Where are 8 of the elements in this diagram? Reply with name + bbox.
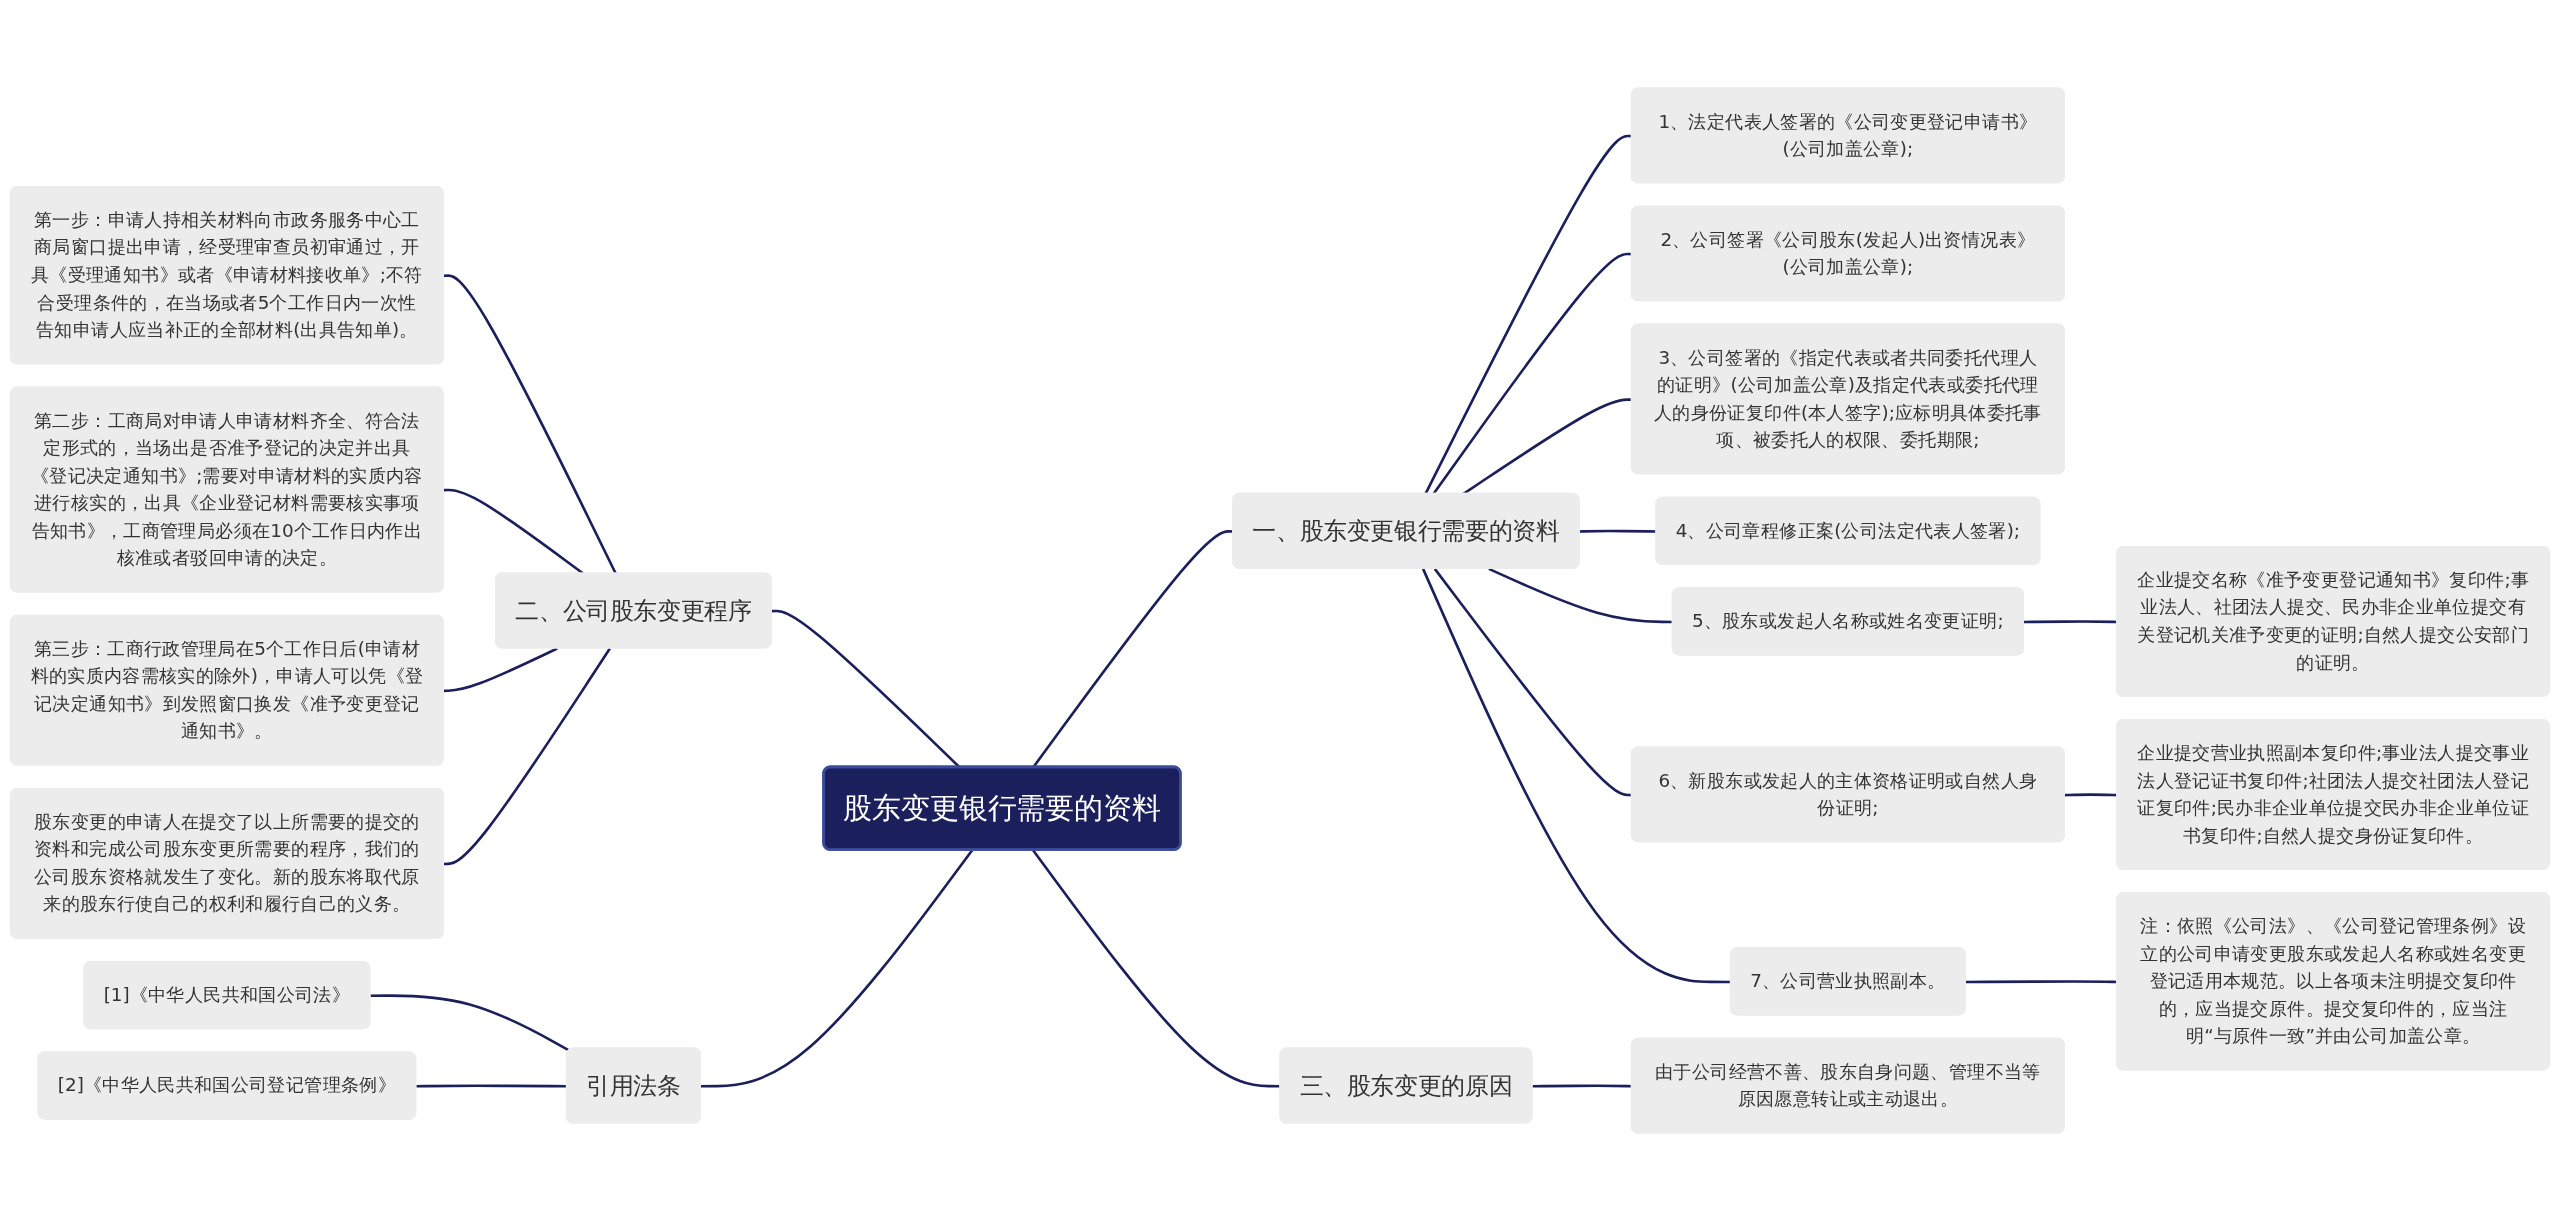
connector <box>443 647 558 693</box>
connector <box>700 849 974 1088</box>
connector <box>443 488 585 575</box>
connector <box>443 647 611 866</box>
connector <box>370 994 571 1052</box>
connector <box>1579 529 1657 533</box>
connector <box>1032 849 1281 1088</box>
connector <box>443 274 617 575</box>
